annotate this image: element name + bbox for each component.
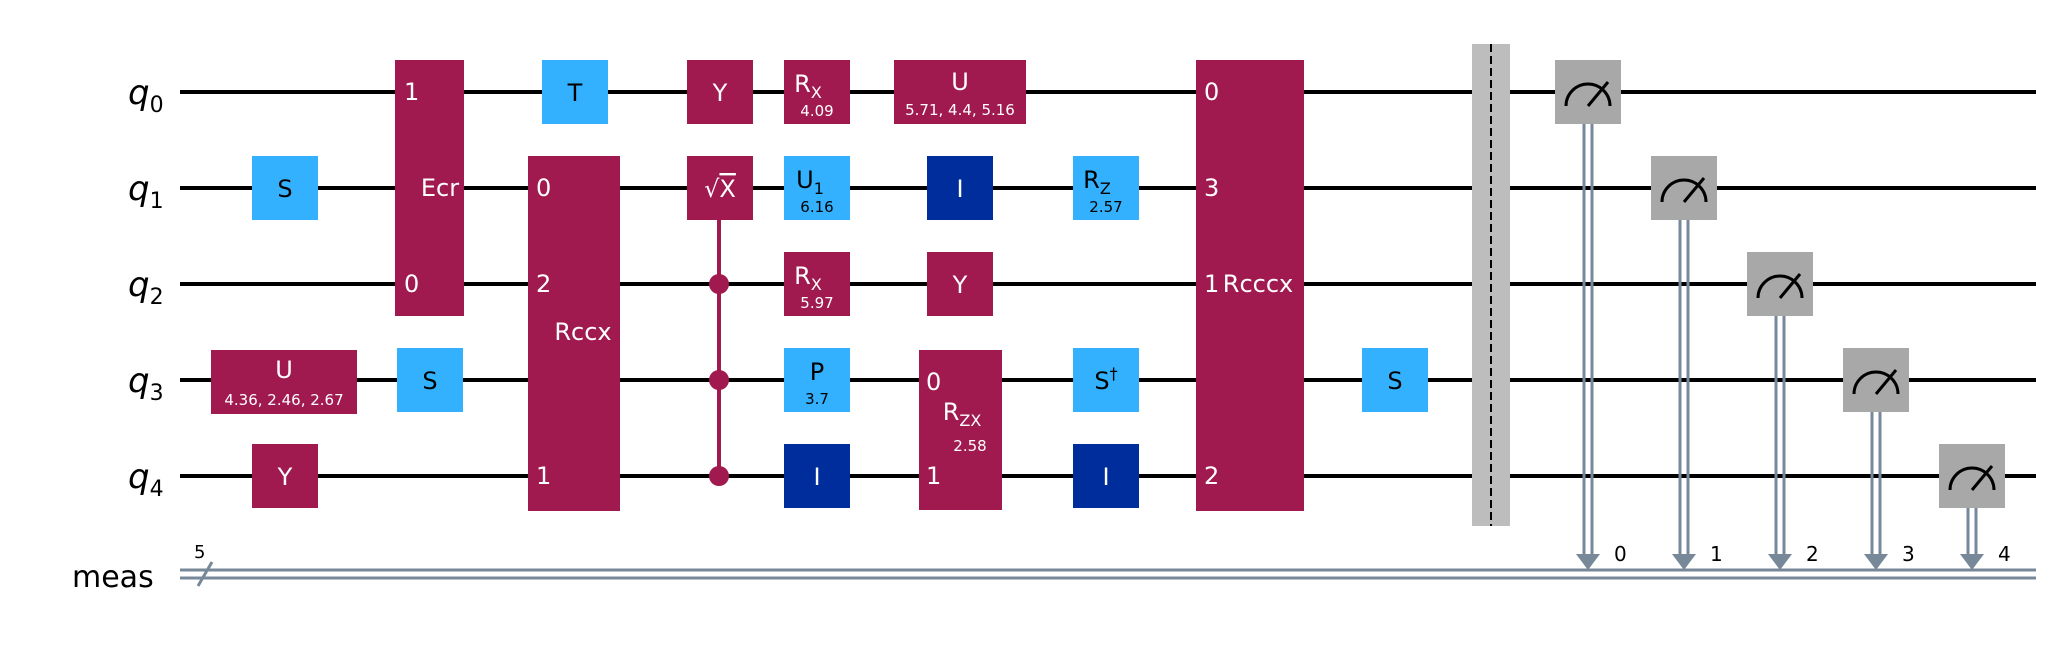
- gate-ecr[interactable]: 1 0 Ecr: [395, 60, 464, 316]
- gate-y-q0-label: Y: [712, 79, 728, 107]
- gate-rx-q0-params: 4.09: [800, 102, 833, 120]
- qubit-label-2: q2: [128, 265, 164, 310]
- gate-y-q4[interactable]: Y: [252, 444, 318, 508]
- bus-width: 5: [194, 542, 205, 563]
- gate-u1-q1-label: U1: [796, 166, 824, 198]
- gate-p-q3-params: 3.7: [805, 390, 829, 408]
- gate-s-q3[interactable]: S: [397, 348, 463, 412]
- measure-clbit-3: 3: [1902, 542, 1915, 566]
- gate-u-q3[interactable]: U 4.36, 2.46, 2.67: [211, 350, 357, 414]
- gate-t-q0[interactable]: T: [542, 60, 608, 124]
- gate-rccx-input-q2: 2: [536, 270, 551, 298]
- gate-controlled-sx[interactable]: √X: [687, 156, 753, 486]
- gate-rcccx-input-q4: 2: [1204, 462, 1219, 490]
- qubit-label-4: q4: [128, 457, 164, 502]
- gate-i-q1-label: I: [956, 175, 963, 203]
- meter-icon: [1948, 465, 1996, 491]
- gate-ecr-input-0: 1: [404, 78, 419, 106]
- control-dot-icon: [709, 466, 729, 486]
- meter-icon: [1756, 273, 1804, 299]
- gate-rz-q1[interactable]: RZ 2.57: [1073, 156, 1139, 220]
- gate-rx-q2[interactable]: RX 5.97: [784, 252, 850, 316]
- gate-u-q0[interactable]: U 5.71, 4.4, 5.16: [894, 60, 1026, 124]
- gate-rcccx-input-q1: 3: [1204, 174, 1219, 202]
- gate-rccx-input-q1: 0: [536, 174, 551, 202]
- meter-icon: [1564, 81, 1612, 107]
- gate-u-q0-label: U: [951, 68, 969, 96]
- sx-box: [687, 156, 753, 220]
- gate-rz-q1-params: 2.57: [1089, 198, 1122, 216]
- gate-rzx-label: RZX: [943, 398, 982, 430]
- control-dot-icon: [709, 370, 729, 390]
- measure-q0[interactable]: 0: [1555, 60, 1627, 570]
- classical-bus: 5: [180, 542, 2036, 587]
- gate-u1-q1-params: 6.16: [800, 198, 833, 216]
- register-labels: q0 q1 q2 q3 q4 meas: [72, 73, 164, 595]
- gate-rzx[interactable]: 0 1 RZX 2.58: [919, 350, 1002, 510]
- gate-s-q3-b[interactable]: S: [1362, 348, 1428, 412]
- gate-ecr-label: Ecr: [421, 174, 459, 202]
- gate-rx-q0-label: RX: [794, 70, 822, 102]
- gate-y-q2[interactable]: Y: [927, 252, 993, 316]
- gate-t-q0-label: T: [567, 79, 583, 107]
- gate-rx-q0[interactable]: RX 4.09: [784, 60, 850, 124]
- measure-q3[interactable]: 3: [1843, 348, 1915, 570]
- gate-y-q0[interactable]: Y: [687, 60, 753, 124]
- control-dot-icon: [709, 274, 729, 294]
- gate-rcccx-input-q2: 1: [1204, 270, 1219, 298]
- measure-q1[interactable]: 1: [1651, 156, 1723, 570]
- gate-rccx-label: Rccx: [554, 318, 611, 346]
- gate-u1-q1[interactable]: U1 6.16: [784, 156, 850, 220]
- gate-rcccx-input-q0: 0: [1204, 78, 1219, 106]
- gate-s-q3-label: S: [422, 367, 437, 395]
- gate-sx-label: √X: [704, 175, 736, 203]
- gate-ecr-input-1: 0: [404, 270, 419, 298]
- gate-p-q3-label: P: [810, 358, 824, 386]
- gate-sdg-q3-label: S†: [1094, 364, 1117, 395]
- qubit-label-0: q0: [128, 73, 164, 118]
- gate-i-q4-b[interactable]: I: [1073, 444, 1139, 508]
- gate-sdg-q3[interactable]: S†: [1073, 348, 1139, 412]
- gate-rz-q1-label: RZ: [1083, 166, 1111, 198]
- gate-rx-q2-label: RX: [794, 262, 822, 294]
- measure-clbit-4: 4: [1998, 542, 2011, 566]
- measure-clbit-1: 1: [1710, 542, 1723, 566]
- gate-rx-q2-params: 5.97: [800, 294, 833, 312]
- gate-i-q4-a-label: I: [813, 463, 820, 491]
- measure-clbit-0: 0: [1614, 542, 1627, 566]
- measure-clbit-2: 2: [1806, 542, 1819, 566]
- gate-p-q3[interactable]: P 3.7: [784, 348, 850, 412]
- gate-u-q3-params: 4.36, 2.46, 2.67: [224, 391, 343, 409]
- qubit-label-3: q3: [128, 361, 164, 406]
- gate-i-q1[interactable]: I: [927, 156, 993, 220]
- gate-y-q2-label: Y: [952, 271, 968, 299]
- gate-rccx-input-q4: 1: [536, 462, 551, 490]
- gate-rzx-input-q3: 0: [926, 368, 941, 396]
- meter-icon: [1852, 369, 1900, 395]
- gate-rcccx-label: Rcccx: [1223, 270, 1293, 298]
- measure-q4[interactable]: 4: [1939, 444, 2011, 570]
- gate-rccx[interactable]: 0 2 1 Rccx: [528, 156, 620, 511]
- classical-register-label: meas: [72, 560, 154, 595]
- gate-u-q0-params: 5.71, 4.4, 5.16: [905, 101, 1015, 119]
- gate-i-q4-b-label: I: [1102, 463, 1109, 491]
- meter-icon: [1660, 177, 1708, 203]
- gate-rcccx[interactable]: 0 3 1 2 Rcccx: [1196, 60, 1304, 511]
- qubit-label-1: q1: [128, 169, 164, 214]
- gate-s-q1[interactable]: S: [252, 156, 318, 220]
- gate-s-q1-label: S: [277, 175, 292, 203]
- bus-slash-icon: [196, 561, 214, 587]
- barrier-icon: [1472, 44, 1510, 526]
- measure-q2[interactable]: 2: [1747, 252, 1819, 570]
- gate-rzx-params: 2.58: [953, 437, 986, 455]
- gate-y-q4-label: Y: [277, 463, 293, 491]
- gate-u-q3-label: U: [275, 356, 293, 384]
- gate-i-q4-a[interactable]: I: [784, 444, 850, 508]
- gate-rzx-input-q4: 1: [926, 462, 941, 490]
- gate-s-q3-b-label: S: [1387, 367, 1402, 395]
